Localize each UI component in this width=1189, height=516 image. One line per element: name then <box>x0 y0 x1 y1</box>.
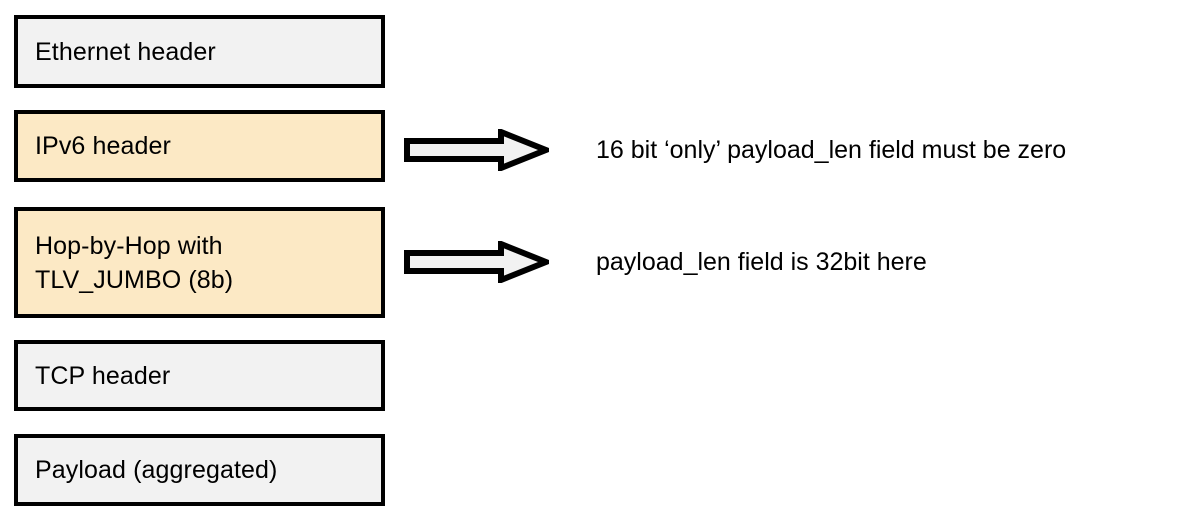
packet-box-payload: Payload (aggregated) <box>14 434 385 506</box>
packet-box-label: Payload (aggregated) <box>35 456 278 484</box>
packet-box-label: TCP header <box>35 361 171 390</box>
packet-box-ipv6-header: IPv6 header <box>14 110 385 182</box>
packet-box-hop-by-hop: Hop-by-Hop with TLV_JUMBO (8b) <box>14 207 385 318</box>
packet-box-label: Ethernet header <box>35 37 216 66</box>
packet-box-label: Hop-by-Hop with TLV_JUMBO (8b) <box>35 231 234 294</box>
right-block-arrow-icon <box>404 129 549 171</box>
packet-box-tcp-header: TCP header <box>14 340 385 411</box>
packet-box-ethernet-header: Ethernet header <box>14 15 385 88</box>
annotation-text-ipv6-payload-len: 16 bit ‘only’ payload_len field must be … <box>596 136 1067 164</box>
right-block-arrow-icon <box>404 241 549 283</box>
annotation-text-jumbo-payload-len: payload_len field is 32bit here <box>596 248 927 276</box>
packet-box-label: IPv6 header <box>35 132 171 160</box>
